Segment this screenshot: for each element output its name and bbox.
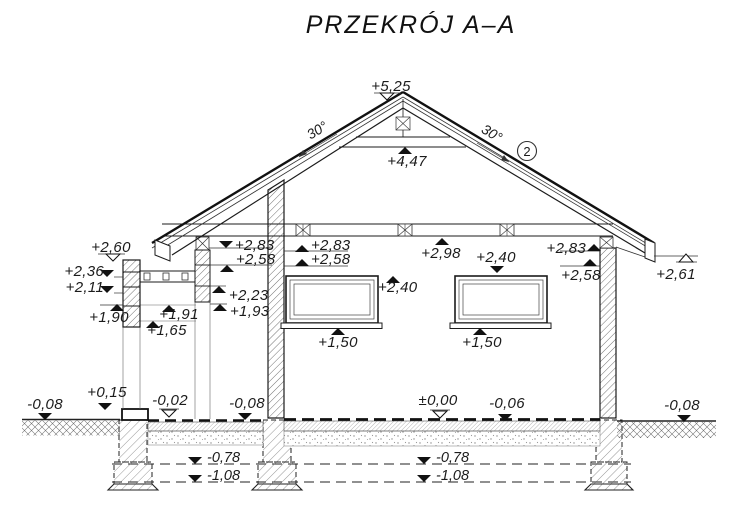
level-marker-down-icon (498, 414, 512, 421)
ridge-joint-block (395, 116, 411, 131)
level-marker-up-icon (295, 259, 309, 266)
level-porch-pillar-lower: +1,90 (89, 309, 129, 326)
ground-right (617, 420, 716, 438)
level-marker-up-icon (146, 321, 160, 328)
drawing-title: PRZEKRÓJ A–A (306, 10, 517, 39)
level-marker-down-icon (188, 475, 202, 482)
fascia-right (644, 238, 656, 263)
roof (151, 90, 656, 263)
level-porch-soffit: +1,65 (147, 322, 187, 339)
level-footing-bottom-left: -1,08 (207, 468, 240, 484)
level-marker-up-icon (213, 304, 227, 311)
level-window-head-right: +2,40 (476, 249, 516, 266)
level-room-left-lower: +2,58 (311, 251, 351, 268)
level-marker-down-icon (100, 270, 114, 277)
level-marker-down-icon (677, 415, 691, 422)
level-entry-step: +0,15 (87, 384, 127, 401)
level-attic-right-lower: +2,58 (561, 267, 601, 284)
level-porch-beam: +1,91 (159, 306, 198, 323)
level-attic-left-upper: +2,83 (235, 237, 275, 254)
level-labels: +5,25 +4,47 +2,60 +2,36 +2,11 +1,90 +1,9… (27, 78, 700, 484)
roof-slope-left (151, 90, 404, 256)
level-window-head-left: +2,40 (378, 279, 418, 296)
level-marker-down-icon (417, 457, 431, 464)
foundation-level-lines (112, 463, 631, 483)
porch-floor-slab (147, 419, 264, 446)
ground-left (22, 418, 120, 436)
level-marker-down-icon (490, 266, 504, 273)
level-markers-filled (38, 147, 691, 482)
level-marker-open-down-icon (431, 410, 449, 419)
level-floor-layer: -0,06 (489, 395, 525, 412)
foundation-left (106, 419, 160, 491)
level-marker-down-icon (219, 241, 233, 248)
entry-step (121, 408, 149, 421)
detail-reference: 2 (516, 140, 538, 162)
level-window-sill-left: +1,50 (318, 334, 358, 351)
level-porch-wall-upper: +2,23 (229, 287, 269, 304)
wall-right (599, 236, 617, 419)
level-footing-top-left: -0,78 (207, 450, 240, 466)
level-porch-pillar-mid: +2,11 (66, 279, 104, 296)
fascia-left (154, 239, 171, 262)
level-marker-open-down-icon (104, 253, 122, 262)
level-marker-up-icon (583, 259, 597, 266)
level-room-left-upper: +2,83 (311, 237, 351, 254)
porch-projection-lines (122, 302, 211, 419)
level-marker-up-icon (331, 328, 345, 335)
detail-reference-number: 2 (523, 144, 530, 159)
level-marker-down-icon (38, 413, 52, 420)
level-attic-left-lower: +2,58 (236, 251, 276, 268)
level-grade-left: -0,08 (27, 396, 63, 413)
porch-wall (194, 236, 211, 303)
level-marker-up-icon (473, 328, 487, 335)
level-marker-down-icon (238, 413, 252, 420)
level-footing-top-right: -0,78 (436, 450, 469, 466)
level-attic-right-upper: +2,83 (547, 240, 587, 257)
level-footing-bottom-right: -1,08 (436, 468, 469, 484)
level-marker-up-icon (162, 305, 176, 312)
level-marker-up-icon (386, 276, 400, 283)
level-floor-zero: ±0,00 (419, 392, 458, 409)
level-porch-pillar-upper: +2,36 (65, 263, 105, 280)
level-marker-open-up-icon (677, 253, 695, 263)
ceiling-beam (162, 223, 613, 237)
wall-left (267, 178, 285, 419)
ceiling-joist-blocks (295, 223, 515, 237)
level-porch-floor: -0,02 (152, 392, 188, 409)
level-marker-up-icon (398, 147, 412, 154)
level-marker-down-icon (188, 457, 202, 464)
porch-beam (140, 270, 195, 283)
foundation-right (583, 419, 635, 491)
level-marker-up-icon (435, 238, 449, 245)
window-left (280, 275, 383, 329)
level-marker-down-icon (100, 286, 114, 293)
level-marker-up-icon (212, 286, 226, 293)
interior-floor-slab (283, 418, 601, 447)
level-marker-open-down-icon (160, 409, 178, 418)
level-marker-open-down-icon (378, 92, 396, 101)
level-collar-beam: +4,47 (387, 153, 427, 170)
level-window-sill-right: +1,50 (462, 334, 502, 351)
porch-pillar (122, 259, 141, 328)
level-marker-up-icon (220, 265, 234, 272)
level-marker-up-icon (110, 304, 124, 311)
level-ridge: +5,25 (371, 78, 411, 95)
level-eaves-right: +2,61 (656, 266, 695, 283)
roof-slope-right (402, 90, 655, 258)
level-marker-up-icon (587, 244, 601, 251)
level-grade-right: -0,08 (664, 397, 700, 414)
roof-angle-right-label: 30° (479, 121, 506, 146)
level-porch-wall-lower: +1,93 (230, 303, 270, 320)
level-porch-base: -0,08 (229, 395, 265, 412)
level-marker-down-icon (417, 475, 431, 482)
level-marker-up-icon (295, 245, 309, 252)
level-marker-down-icon (98, 403, 112, 410)
level-markers-open (104, 92, 695, 419)
level-porch-eaves: +2,60 (91, 239, 131, 256)
window-right (449, 275, 552, 329)
level-ceiling-bottom: +2,98 (421, 245, 461, 262)
